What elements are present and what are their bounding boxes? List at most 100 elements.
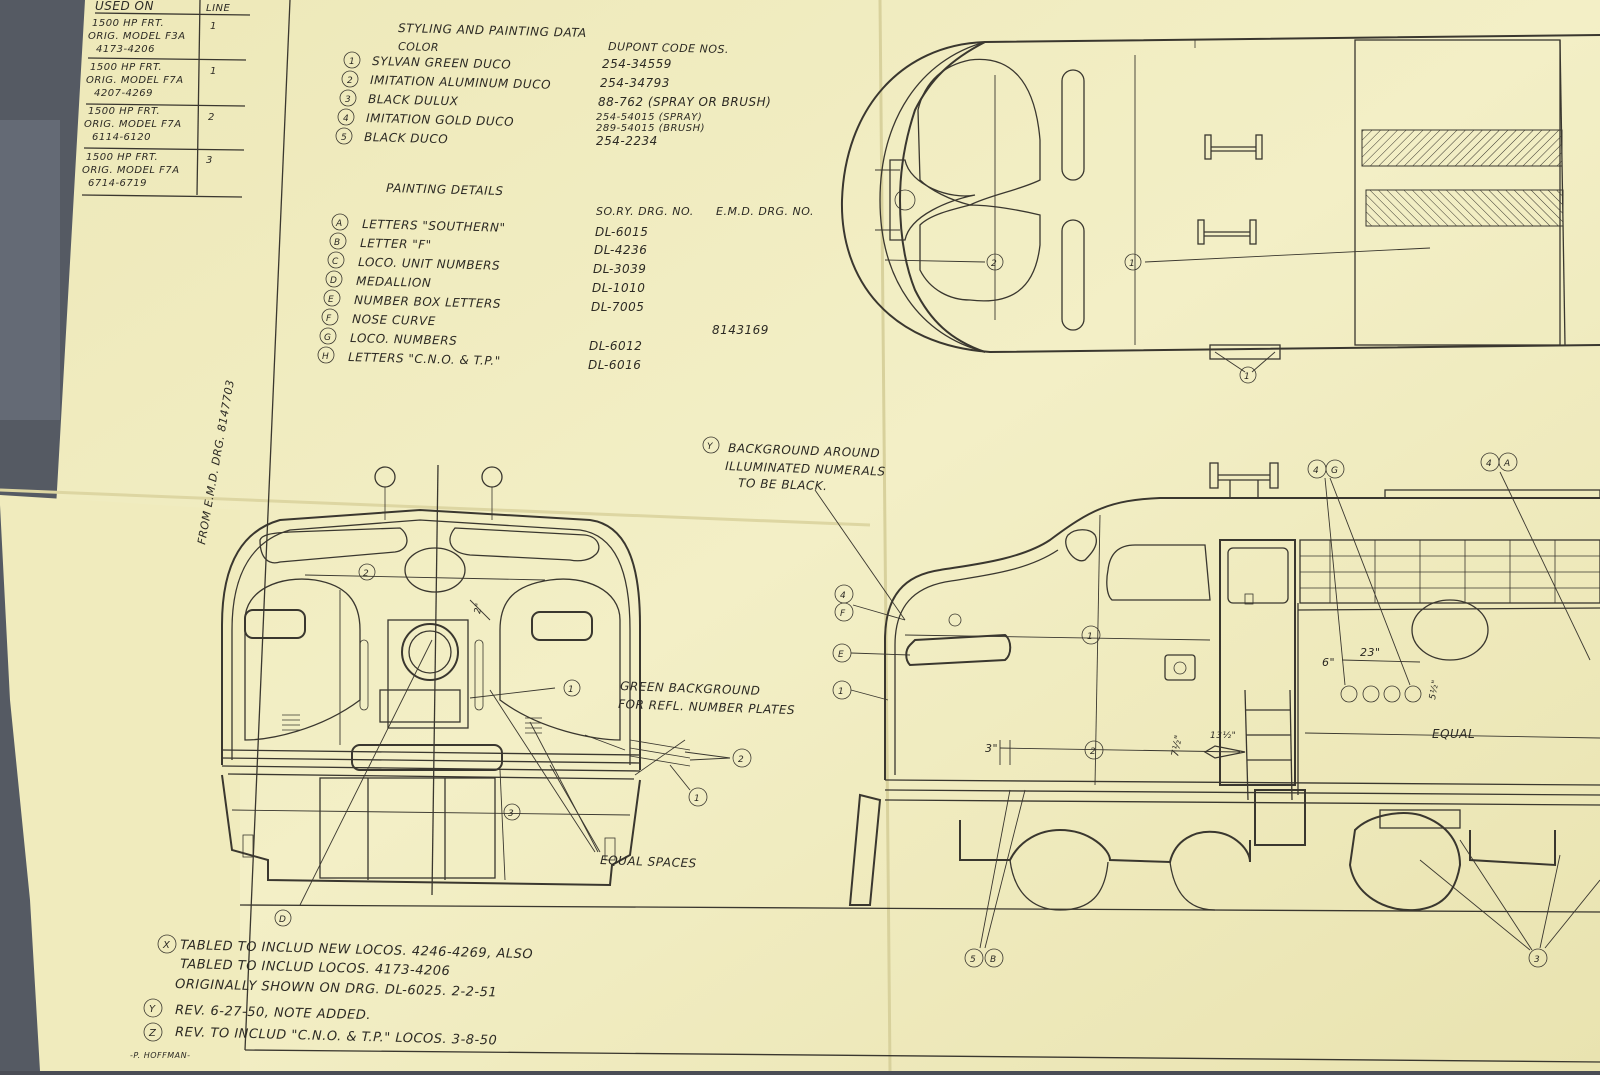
painting-key-h: H (322, 352, 329, 362)
drafter-signature: -P. HOFFMAN- (130, 1051, 190, 1060)
painting-label-g: LOCO. NUMBERS (350, 331, 457, 348)
painting-label-f: NOSE CURVE (352, 312, 436, 328)
row1-line3: 4173-4206 (96, 44, 155, 55)
callout-1-front: 1 (568, 685, 574, 695)
styling-data-block: STYLING AND PAINTING DATA COLOR DUPONT C… (335, 21, 771, 148)
styling-code-3: 88-762 (SPRAY OR BRUSH) (598, 95, 771, 109)
painting-so-g: DL-6012 (589, 339, 642, 353)
row3-line3: 6114-6120 (92, 132, 151, 143)
painting-label-h: LETTERS "C.N.O. & T.P." (348, 350, 501, 368)
callout-a: A (1503, 459, 1511, 469)
painting-emd-f: 8143169 (712, 323, 769, 337)
row1-line-num: 1 (210, 21, 217, 32)
dim-2in: 2" (473, 602, 485, 614)
revision-z-key: Z (148, 1028, 157, 1039)
row4-line3: 6714-6719 (88, 178, 147, 189)
callout-2-detail: 2 (738, 755, 744, 765)
styling-num-2: 2 (347, 76, 353, 86)
top-view-drawing: 2 1 1 (840, 34, 1600, 384)
table-header-line: LINE (206, 3, 231, 14)
callout-2-front: 2 (363, 569, 369, 579)
painting-label-b: LETTER "F" (360, 236, 432, 252)
painting-so-a: DL-6015 (595, 225, 648, 239)
background-note-3: TO BE BLACK. (738, 476, 828, 493)
front-view-drawing: 3 2 2" D 1 2 1 (221, 464, 752, 927)
callout-f: F (840, 609, 846, 619)
callout-b: B (990, 955, 997, 965)
styling-num-3: 3 (345, 95, 351, 105)
painting-so-e: DL-7005 (591, 300, 644, 314)
callout-d: D (279, 915, 286, 925)
table-header-used-on: USED ON (95, 0, 154, 13)
painting-key-g: G (324, 333, 331, 343)
row1-line2: ORIG. MODEL F3A (88, 31, 186, 42)
painting-key-a: A (335, 219, 343, 229)
callout-g: G (1331, 466, 1338, 476)
background-note-key: Y (707, 442, 714, 452)
row4-line1: 1500 HP FRT. (86, 152, 158, 163)
styling-color-4: IMITATION GOLD DUCO (366, 111, 514, 129)
styling-num-1: 1 (349, 57, 355, 67)
center-notes: GREEN BACKGROUND FOR REFL. NUMBER PLATES… (600, 436, 906, 870)
callout-4-side-a: 4 (1313, 466, 1319, 476)
row3-line-num: 2 (208, 112, 215, 123)
callout-1-nose: 1 (838, 687, 844, 697)
row2-line-num: 1 (210, 66, 217, 77)
styling-color-3: BLACK DULUX (368, 92, 459, 108)
painting-col-so: SO.RY. DRG. NO. (596, 205, 694, 218)
row2-line1: 1500 HP FRT. (90, 62, 162, 73)
equal-note: EQUAL (1432, 727, 1475, 741)
callout-1-top: 1 (1129, 259, 1135, 269)
dim-3in: 3" (985, 742, 998, 755)
dim-23in: 23" (1360, 646, 1381, 659)
dim-7-5in: 7½" (1169, 734, 1185, 758)
dim-5-5in: 5½" (1428, 679, 1441, 701)
callout-1-step: 1 (1244, 372, 1250, 382)
callout-4-nose: 4 (840, 591, 846, 601)
green-background-note-1: GREEN BACKGROUND (620, 679, 761, 698)
dim-13-5in: 13½" (1210, 731, 1236, 741)
styling-col-code: DUPONT CODE NOS. (608, 40, 729, 56)
styling-color-1: SYLVAN GREEN DUCO (372, 54, 511, 72)
green-background-note-2: FOR REFL. NUMBER PLATES (618, 697, 795, 717)
painting-key-e: E (328, 295, 334, 305)
revision-y-line1: REV. 6-27-50, NOTE ADDED. (175, 1003, 371, 1023)
side-view-drawing: 1 2 3" 7½" 13½" EQUAL 23" 6" 5½" 4 G 4 A (832, 452, 1600, 968)
callout-1-detail: 1 (694, 794, 700, 804)
background-note-2: ILLUMINATED NUMERALS (725, 459, 886, 479)
styling-code-5: 254-2234 (596, 134, 658, 148)
fold-crease (878, 0, 892, 1072)
styling-color-5: BLACK DUCO (364, 130, 448, 146)
painting-so-h: DL-6016 (588, 358, 641, 372)
painting-title: PAINTING DETAILS (386, 181, 504, 198)
dim-6in: 6" (1322, 656, 1335, 669)
callout-4-side-b: 4 (1486, 459, 1492, 469)
row1-line1: 1500 HP FRT. (92, 18, 164, 29)
painting-col-emd: E.M.D. DRG. NO. (716, 205, 814, 218)
styling-num-4: 4 (343, 114, 349, 124)
revision-x-line2: TABLED TO INCLUD LOCOS. 4173-4206 (180, 957, 451, 979)
painting-key-f: F (326, 314, 332, 324)
callout-3-side: 3 (1534, 955, 1540, 965)
revision-x-key: X (162, 940, 171, 951)
painting-label-c: LOCO. UNIT NUMBERS (358, 255, 500, 273)
styling-col-color: COLOR (398, 40, 439, 54)
painting-details-block: PAINTING DETAILS SO.RY. DRG. NO. E.M.D. … (317, 181, 814, 372)
revision-y-key: Y (149, 1004, 156, 1015)
styling-code-2: 254-34793 (600, 76, 670, 90)
painting-so-b: DL-4236 (594, 243, 647, 257)
styling-num-5: 5 (341, 133, 347, 143)
used-on-table: USED ON LINE 1500 HP FRT. ORIG. MODEL F3… (81, 0, 251, 198)
painting-label-d: MEDALLION (356, 274, 432, 290)
callout-1-side: 1 (1087, 632, 1093, 642)
callout-e: E (838, 650, 844, 660)
styling-code-4b: 289-54015 (BRUSH) (596, 123, 705, 134)
callout-3-front: 3 (508, 809, 514, 819)
row4-line-num: 3 (206, 155, 213, 166)
equal-spaces-note: EQUAL SPACES (600, 853, 697, 870)
painting-key-c: C (332, 257, 339, 267)
painting-so-c: DL-3039 (593, 262, 646, 276)
row4-line2: ORIG. MODEL F7A (82, 165, 180, 176)
